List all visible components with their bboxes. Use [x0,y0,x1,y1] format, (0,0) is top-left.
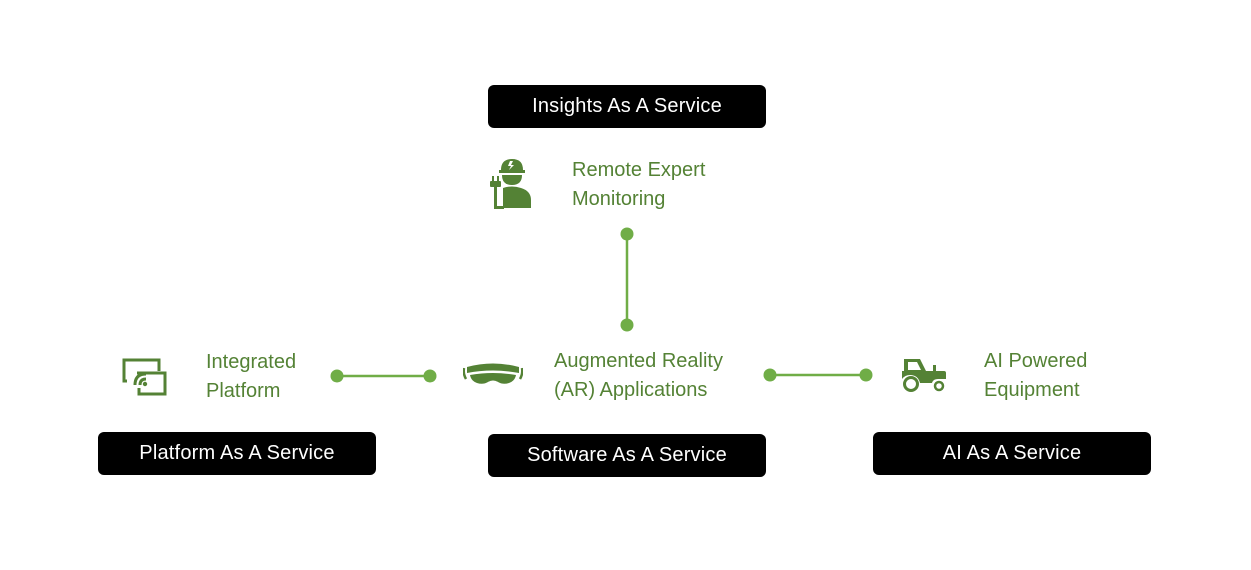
ai-as-a-service-label: AI As A Service [942,442,1082,464]
tractor-icon [902,359,946,392]
remote-expert-line1: Remote Expert [572,159,706,181]
software-as-a-service-label: Software As A Service [527,444,727,466]
worker-with-plug-icon [490,159,531,209]
wireless-screen-cast-icon [122,358,167,396]
ar-applications-label: Augmented Reality (AR) Applications [554,347,723,405]
remote-expert-line2: Monitoring [572,188,666,210]
connector-dot [859,368,873,382]
ai-equipment-line2: Equipment [984,379,1080,401]
remote-expert-monitoring-label: Remote Expert Monitoring [572,156,705,214]
ar-headset-icon [463,363,523,384]
connector-dot [620,227,634,241]
connector-dot [423,369,437,383]
connector-dot [620,318,634,332]
connector-dot [763,368,777,382]
integrated-platform-label: Integrated Platform [206,348,296,406]
connector-platform-to-ar [330,369,437,383]
ai-as-a-service-box: AI As A Service [873,432,1151,475]
connector-ar-to-equipment [763,368,873,382]
integrated-platform-line1: Integrated [206,351,297,373]
connector-remote-expert-to-ar [620,227,634,332]
ai-powered-equipment-label: AI Powered Equipment [984,347,1087,405]
insights-as-a-service-box: Insights As A Service [488,85,766,128]
software-as-a-service-box: Software As A Service [488,434,766,477]
insights-as-a-service-label: Insights As A Service [532,95,722,117]
integrated-platform-line2: Platform [206,380,281,402]
platform-as-a-service-box: Platform As A Service [98,432,376,475]
ar-applications-line2: (AR) Applications [554,379,708,401]
platform-as-a-service-label: Platform As A Service [139,442,335,464]
connector-dot [330,369,344,383]
ar-applications-line1: Augmented Reality [554,350,723,372]
ai-equipment-line1: AI Powered [984,350,1088,372]
